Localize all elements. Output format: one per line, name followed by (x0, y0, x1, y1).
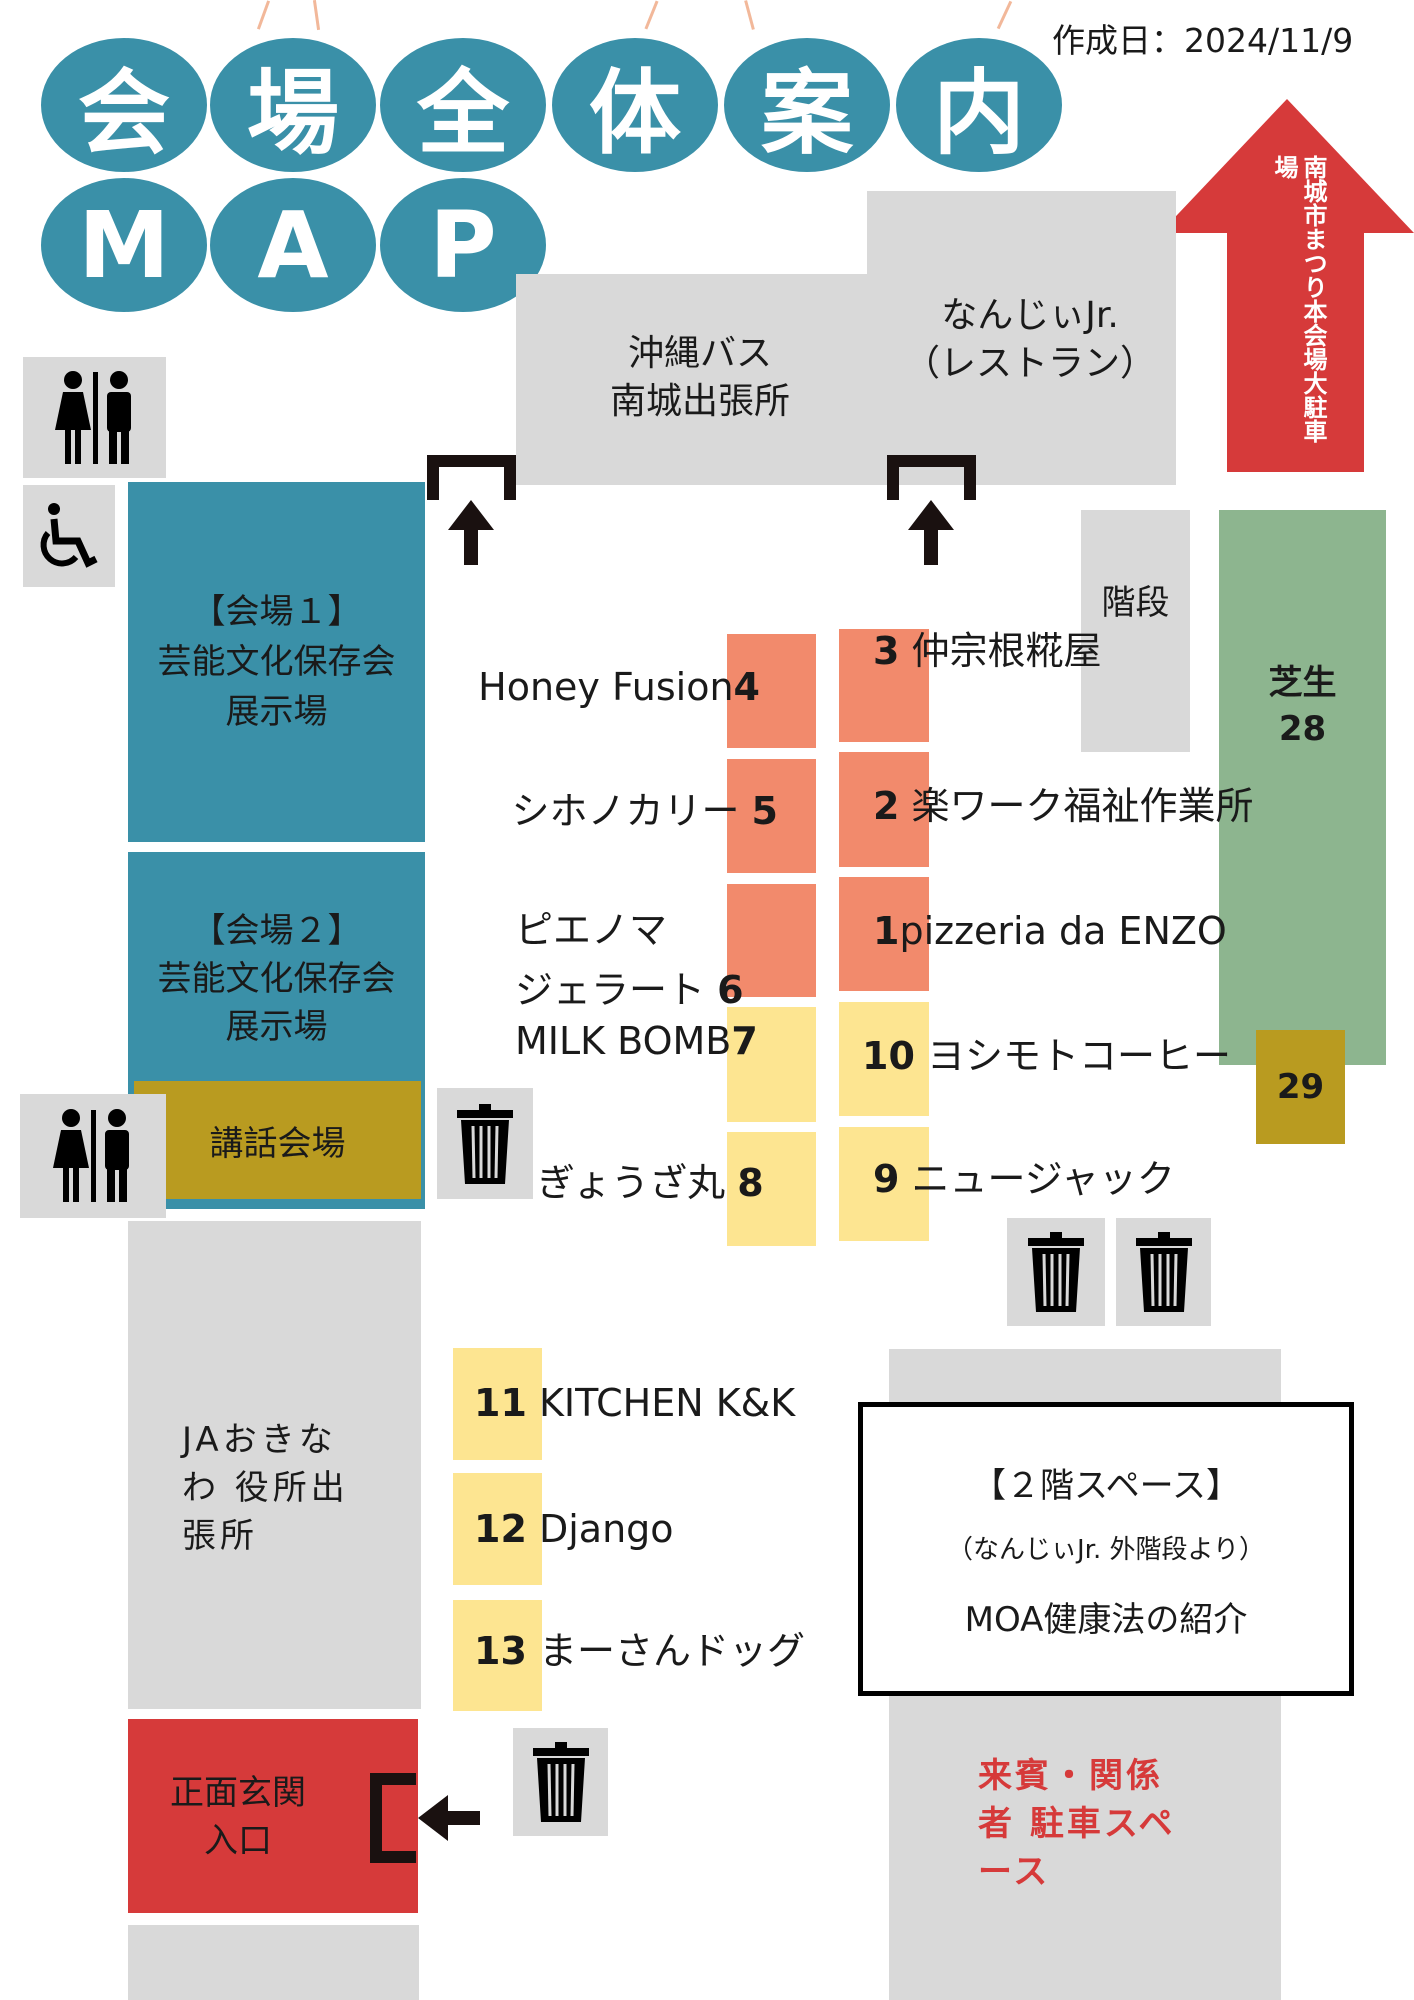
door-icon (427, 455, 516, 500)
booth-13-block (453, 1600, 542, 1711)
booth-1-label: 1pizzeria da ENZO (873, 909, 1227, 953)
stairs-label: 階段 (1101, 583, 1170, 623)
main-venue-parking-label: 南城市まつり本会場大駐車場 (1270, 155, 1327, 443)
decor-string (312, 0, 321, 31)
booth-1-block (839, 877, 929, 991)
building-bottom (128, 1925, 419, 2000)
booth-4-block (727, 634, 816, 748)
booth-11-block (453, 1348, 542, 1460)
hall-2-label: 【会場２】 芸能文化保存会 展示場 (157, 911, 396, 1047)
booth-4-label: Honey Fusion4 (478, 665, 760, 709)
title-char: 案 (724, 38, 890, 172)
booth-9-block (839, 1127, 929, 1241)
booth-2-block (839, 752, 929, 867)
booth-7-block (727, 1007, 816, 1122)
restroom-icon (20, 1094, 166, 1218)
bus-office-label: 沖縄バス 南城出張所 (609, 333, 790, 422)
booth-12-block (453, 1473, 542, 1585)
lecture-hall: 講話会場 (134, 1081, 421, 1199)
second-floor-sub: （なんじぃJr. 外階段より） (947, 1534, 1265, 1565)
second-floor-desc: MOA健康法の紹介 (964, 1599, 1248, 1640)
booth-11-label: 11 KITCHEN K&K (474, 1381, 796, 1425)
building-top (867, 191, 1176, 281)
building-bus-restaurant (516, 274, 1176, 485)
lawn-label: 芝生 28 (1268, 663, 1337, 749)
creation-date: 作成日：2024/11/9 (1052, 21, 1354, 60)
title-char: 会 (41, 38, 207, 172)
decor-string (644, 0, 659, 30)
stairs: 階段 (1081, 510, 1190, 752)
restaurant-label: なんじぃJr. （レストラン） (903, 295, 1156, 384)
title-char: 体 (552, 38, 718, 172)
booth-9-label: 9 ニュージャック (873, 1157, 1175, 1201)
booth-2-label: 2 楽ワーク福祉作業所 (873, 784, 1254, 828)
booth-3-label: 3 仲宗根糀屋 (873, 629, 1102, 673)
booth-3-block (839, 629, 929, 742)
main-entrance-label: 正面玄関 入口 (170, 1773, 306, 1861)
booth-29: 29 (1256, 1030, 1345, 1144)
booth-10-label: 10 ヨシモトコーヒー (862, 1034, 1231, 1078)
main-venue-parking-arrow (1227, 232, 1364, 472)
guest-parking-label: 来賓・関係 者 駐車スペ ース (978, 1756, 1176, 1892)
arrow-up-icon (1160, 99, 1414, 233)
hall-1-label: 【会場１】 芸能文化保存会 展示場 (157, 592, 396, 732)
booth-10-block (839, 1002, 929, 1116)
arrow-up-icon (908, 500, 954, 565)
map-char: M (41, 178, 207, 312)
door-icon (887, 455, 976, 500)
decor-string (256, 0, 271, 30)
booth-6-label: ピエノマ ジェラート 6 (515, 908, 744, 1012)
title-char: 場 (210, 38, 376, 172)
door-icon (370, 1773, 416, 1863)
second-floor-title: 【２階スペース】 (972, 1465, 1240, 1506)
booth-13-label: 13 まーさんドッグ (474, 1629, 805, 1673)
title-char: 全 (380, 38, 546, 172)
booth-6-block (727, 884, 816, 997)
booth-12-label: 12 Django (474, 1507, 674, 1551)
restroom-icon (23, 357, 166, 478)
map-char: P (380, 178, 546, 312)
decor-string (744, 0, 755, 30)
arrow-up-icon (448, 500, 494, 565)
title-char: 内 (896, 38, 1062, 172)
second-floor-space: 【２階スペース】 （なんじぃJr. 外階段より） MOA健康法の紹介 (858, 1402, 1354, 1696)
booth-5-block (727, 759, 816, 873)
lawn: 芝生 28 (1219, 510, 1386, 1065)
wheelchair-icon (23, 485, 115, 587)
trash-can-icon (513, 1728, 608, 1836)
trash-can-icon (1116, 1218, 1211, 1326)
main-entrance: 正面玄関 入口 (128, 1719, 418, 1913)
trash-can-icon (437, 1088, 533, 1199)
decor-string (996, 0, 1013, 30)
booth-8-block (727, 1132, 816, 1246)
booth-8-label: ぎょうざ丸 8 (537, 1161, 764, 1205)
booth-7-label: MILK BOMB7 (515, 1019, 758, 1063)
map-char: A (210, 178, 376, 312)
booth-5-label: シホノカリー 5 (511, 789, 778, 833)
hall-1: 【会場１】 芸能文化保存会 展示場 (128, 482, 425, 842)
ja-office: JAおきな わ 役所出 張所 (128, 1221, 421, 1709)
trash-can-icon (1007, 1218, 1105, 1326)
ja-office-label: JAおきな わ 役所出 張所 (182, 1420, 349, 1556)
arrow-left-icon (418, 1795, 480, 1841)
